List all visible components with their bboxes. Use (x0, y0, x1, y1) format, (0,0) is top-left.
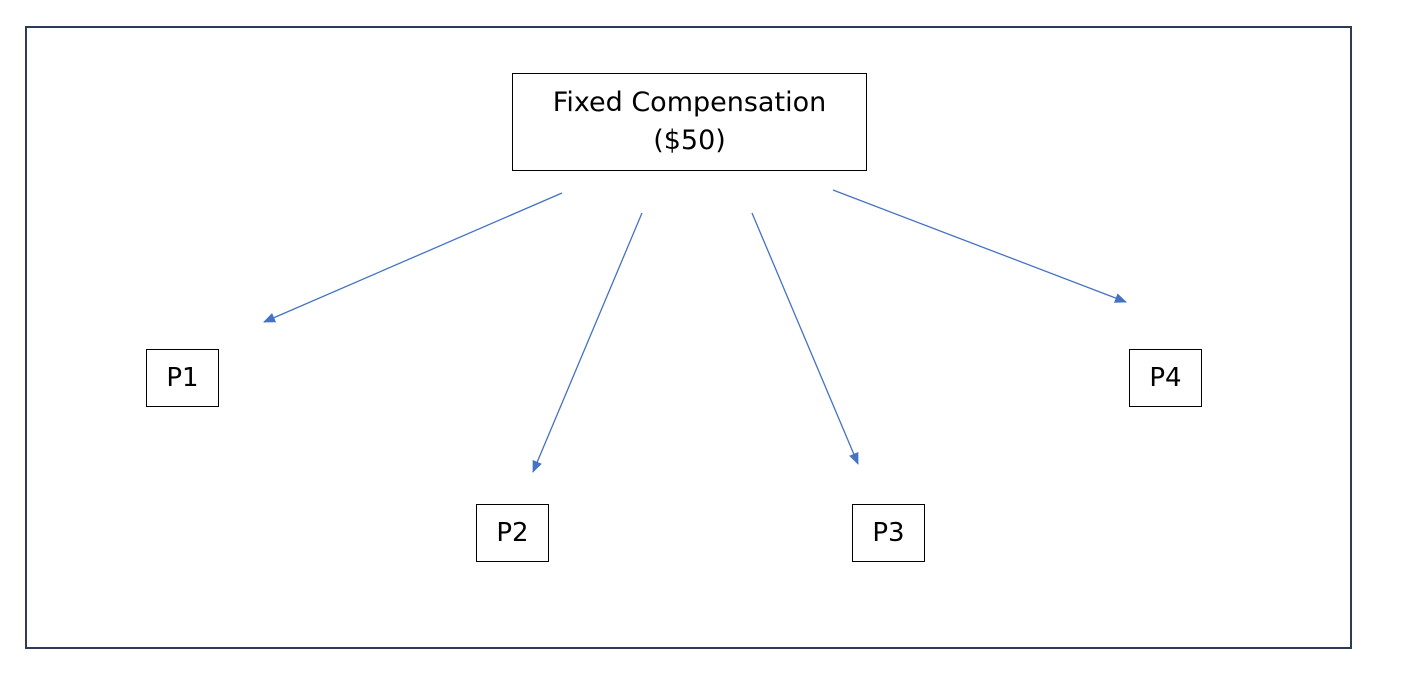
arrow-to-p3 (751, 212, 859, 465)
participant-label-p3: P3 (872, 518, 905, 548)
fixed-compensation-title: Fixed Compensation (552, 87, 827, 118)
participant-box-p1: P1 (146, 349, 219, 407)
arrow-to-p2 (532, 212, 643, 473)
participant-box-p2: P2 (476, 504, 549, 562)
participant-label-p4: P4 (1149, 363, 1182, 393)
arrow-to-p1 (263, 192, 563, 323)
participant-label-p2: P2 (496, 518, 529, 548)
participant-box-p3: P3 (852, 504, 925, 562)
fixed-compensation-amount: ($50) (653, 125, 726, 156)
fixed-compensation-box: Fixed Compensation ($50) (512, 73, 867, 171)
participant-label-p1: P1 (166, 363, 199, 393)
participant-box-p4: P4 (1129, 349, 1202, 407)
arrow-to-p4 (832, 189, 1127, 303)
